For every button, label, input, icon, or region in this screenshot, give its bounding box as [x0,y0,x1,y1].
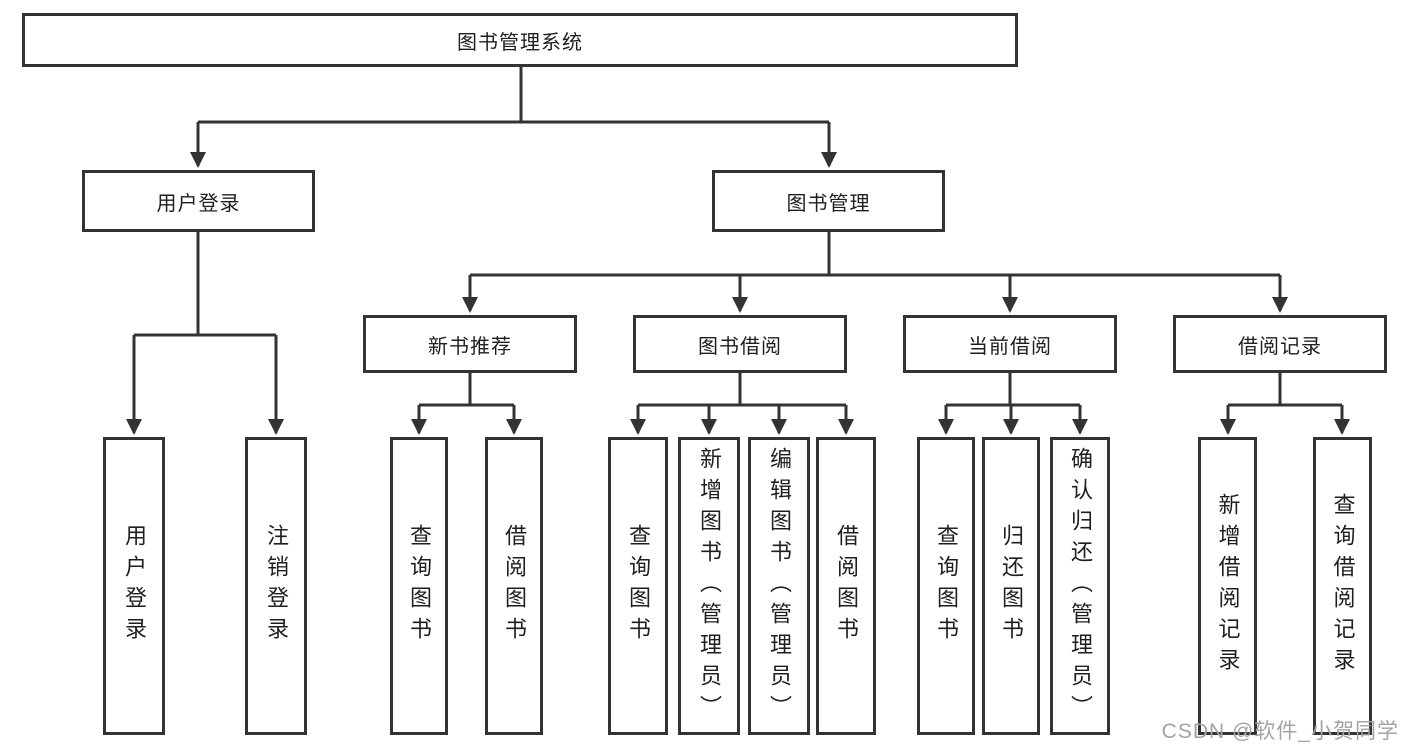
node-leaf-edit-book-admin: 编辑图书（管理员） [748,437,810,735]
node-new-book-recommendation: 新书推荐 [363,315,577,373]
node-book-management: 图书管理 [712,170,945,232]
node-label: 借阅图书 [834,524,859,648]
node-label: 新书推荐 [428,335,512,358]
node-borrowing-records: 借阅记录 [1173,315,1387,373]
node-label: 查询图书 [407,524,432,648]
node-label: 当前借阅 [968,335,1052,358]
node-label: 新增借阅记录 [1215,493,1241,679]
node-current-borrowing: 当前借阅 [903,315,1117,373]
node-label: 借阅图书 [502,524,527,648]
node-label: 编辑图书（管理员） [767,446,792,726]
node-user-login: 用户登录 [82,170,315,232]
node-book-borrowing: 图书借阅 [633,315,847,373]
node-leaf-query-borrow-record: 查询借阅记录 [1313,437,1372,735]
node-leaf-borrow-books-recommend: 借阅图书 [485,437,543,735]
node-label: 用户登录 [122,524,147,648]
node-label: 图书管理系统 [457,31,583,54]
node-label: 新增图书（管理员） [697,446,722,726]
node-label: 归还图书 [999,524,1024,648]
node-leaf-add-book-admin: 新增图书（管理员） [678,437,740,735]
node-label: 借阅记录 [1238,335,1322,358]
node-leaf-query-books-borrowing: 查询图书 [608,437,668,735]
node-label: 查询借阅记录 [1330,493,1356,679]
node-leaf-add-borrow-record: 新增借阅记录 [1198,437,1257,735]
node-label: 图书借阅 [698,335,782,358]
node-leaf-query-books-recommend: 查询图书 [390,437,448,735]
node-label: 图书管理 [786,192,871,215]
node-leaf-query-books-current: 查询图书 [917,437,975,735]
node-label: 注销登录 [264,524,289,648]
node-library-management-system: 图书管理系统 [22,13,1018,67]
node-leaf-borrow-book: 借阅图书 [816,437,876,735]
node-label: 用户登录 [156,192,241,215]
node-leaf-logout: 注销登录 [245,437,307,735]
node-leaf-confirm-return-admin: 确认归还（管理员） [1050,437,1110,735]
node-leaf-user-login: 用户登录 [103,437,165,735]
node-leaf-return-book: 归还图书 [982,437,1040,735]
csdn-watermark: CSDN @软件_小贺同学 [1161,720,1399,743]
node-label: 查询图书 [626,524,651,648]
node-label: 查询图书 [934,524,959,648]
node-label: 确认归还（管理员） [1068,446,1093,726]
